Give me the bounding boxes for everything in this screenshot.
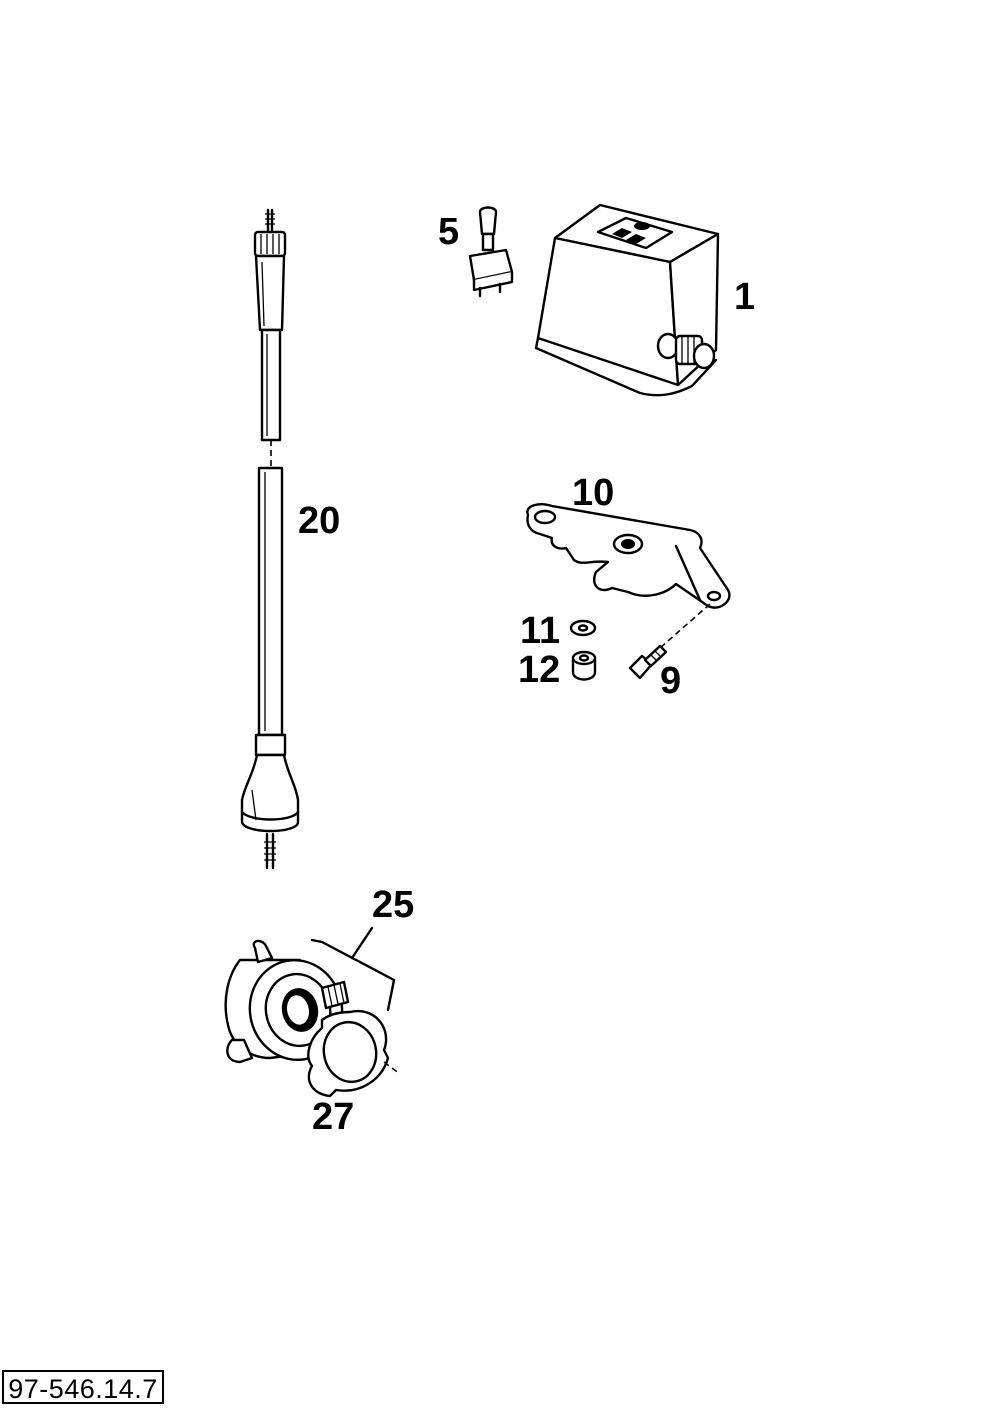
speedometer-housing [534, 203, 720, 397]
gasket-leader [383, 1061, 401, 1075]
speedometer-drive [224, 926, 396, 1064]
label-11: 11 [520, 610, 561, 652]
bolt-thread [649, 649, 661, 661]
housing-indicator [634, 222, 650, 230]
bracket-hole-center-inner [621, 539, 635, 549]
switch-knob [478, 206, 498, 236]
bracket-bolt-leader [659, 603, 711, 649]
bracket-hole-left [533, 509, 557, 525]
cable-upper-sheath [260, 328, 282, 442]
cable-top-nut [253, 230, 287, 258]
label-27: 27 [312, 1096, 355, 1138]
drive-output-thread [327, 983, 345, 1007]
bracket-hole-right [706, 590, 722, 602]
nut-top [571, 650, 597, 666]
bracket-bend [674, 544, 702, 602]
label-10: 10 [572, 472, 615, 514]
washer [569, 619, 597, 637]
cable-upper-highlight [261, 261, 265, 327]
housing-front-face [536, 236, 680, 387]
nut [571, 650, 597, 681]
gasket-ring [307, 1009, 401, 1098]
speedometer-cable [240, 208, 300, 870]
washer-hole [577, 624, 589, 632]
cable-top-thread [265, 213, 275, 225]
cable-boot-highlight [251, 789, 257, 821]
label-9: 9 [660, 660, 682, 702]
housing-display-window [596, 216, 674, 250]
cable-bottom-tip [265, 832, 275, 870]
switch-terminals [478, 282, 502, 298]
cable-top-tip [266, 208, 274, 234]
nut-hole [578, 654, 590, 662]
bolt [628, 644, 668, 680]
gasket-inner [322, 1020, 378, 1084]
drive-top-lug [252, 939, 274, 964]
switch-stem [481, 232, 495, 252]
switch [468, 206, 514, 298]
housing-digit-1 [612, 228, 632, 238]
drive-bottom-lug [226, 1038, 254, 1064]
housing-knob-cap [692, 342, 716, 370]
cable-top-nut-knurl [260, 234, 280, 254]
bracket-plate [526, 503, 731, 609]
cable-boot [240, 753, 300, 833]
washer-outer [569, 619, 597, 637]
housing-flange [534, 336, 718, 397]
label-5: 5 [438, 211, 460, 253]
housing-digit-2 [626, 234, 646, 244]
reference-number: 97-546.14.7 [2, 1370, 164, 1404]
label-1: 1 [734, 276, 756, 318]
cable-lower-ring [254, 733, 287, 757]
switch-base [472, 270, 514, 292]
label-12: 12 [518, 649, 561, 691]
drive-output-shaft [320, 980, 350, 1010]
mounting-bracket [526, 503, 731, 649]
drive-bore [284, 992, 312, 1028]
cable-boot-rim [240, 810, 300, 821]
label-20: 20 [298, 500, 341, 542]
cable-lower-sheath [257, 466, 284, 737]
cable-bottom-thread [264, 841, 276, 861]
cable-upper-ferrule [254, 254, 286, 332]
label-25: 25 [372, 884, 415, 926]
drive-label-bracket [310, 926, 396, 1012]
